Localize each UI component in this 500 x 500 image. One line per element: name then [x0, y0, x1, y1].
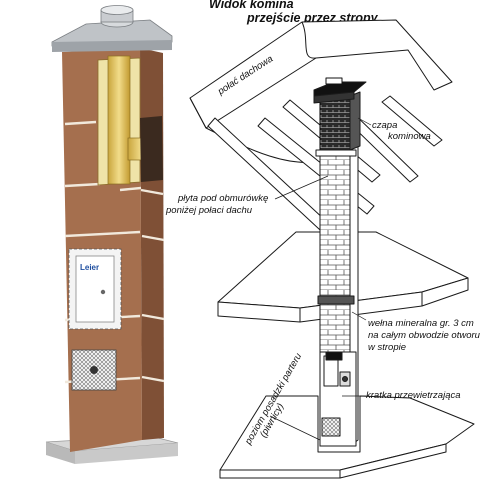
- chimney-base-drawing: [319, 351, 357, 447]
- label-vent-grille: kratka przewietrzająca: [366, 390, 461, 401]
- label-wool-1: wełna mineralna gr. 3 cm: [368, 318, 474, 329]
- plate-under-chimney: [315, 149, 357, 157]
- label-plate-1: płyta pod obmurówkę: [178, 193, 269, 204]
- chimney-model: Leier: [45, 5, 179, 464]
- chimney-vent-grille: [71, 349, 117, 391]
- door-logo-text: Leier: [80, 263, 99, 272]
- label-chimney-cap-2: kominowa: [388, 131, 431, 142]
- label-chimney-cap-1: czapa: [372, 120, 398, 131]
- label-wool-3: w stropie: [368, 342, 407, 353]
- diagram-title: Widok komina: [209, 0, 294, 11]
- ground-floor-slab: [219, 395, 475, 479]
- label-plate-2: poniżej połaci dachu: [166, 205, 253, 216]
- label-wool-2: na całym obwodzie otworu: [368, 330, 480, 341]
- mineral-wool: [317, 295, 355, 305]
- inspection-door: Leier: [68, 248, 122, 330]
- flue-pipe: [107, 55, 131, 185]
